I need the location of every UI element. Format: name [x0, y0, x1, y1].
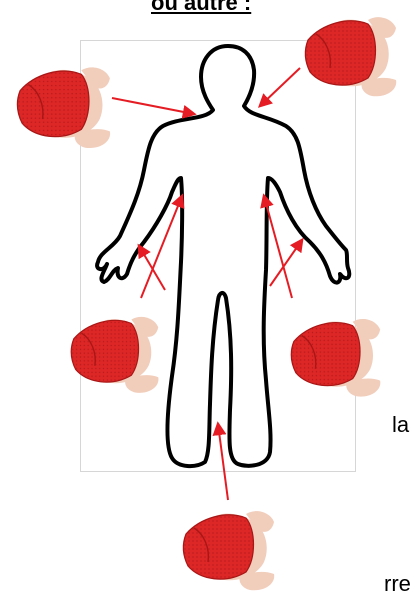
- arrows: [112, 68, 302, 500]
- heat-bag-icon: [291, 319, 380, 397]
- arrow-icon: [260, 68, 300, 106]
- arrow-icon: [218, 424, 228, 500]
- arrow-icon: [139, 246, 165, 290]
- heat-bag-icon: [17, 67, 110, 148]
- body-outline-icon: [97, 46, 349, 466]
- arrow-icon: [112, 98, 194, 114]
- heat-bag-icon: [183, 511, 274, 590]
- heat-bag-icon: [305, 17, 396, 96]
- heat-bag-icon: [71, 317, 158, 393]
